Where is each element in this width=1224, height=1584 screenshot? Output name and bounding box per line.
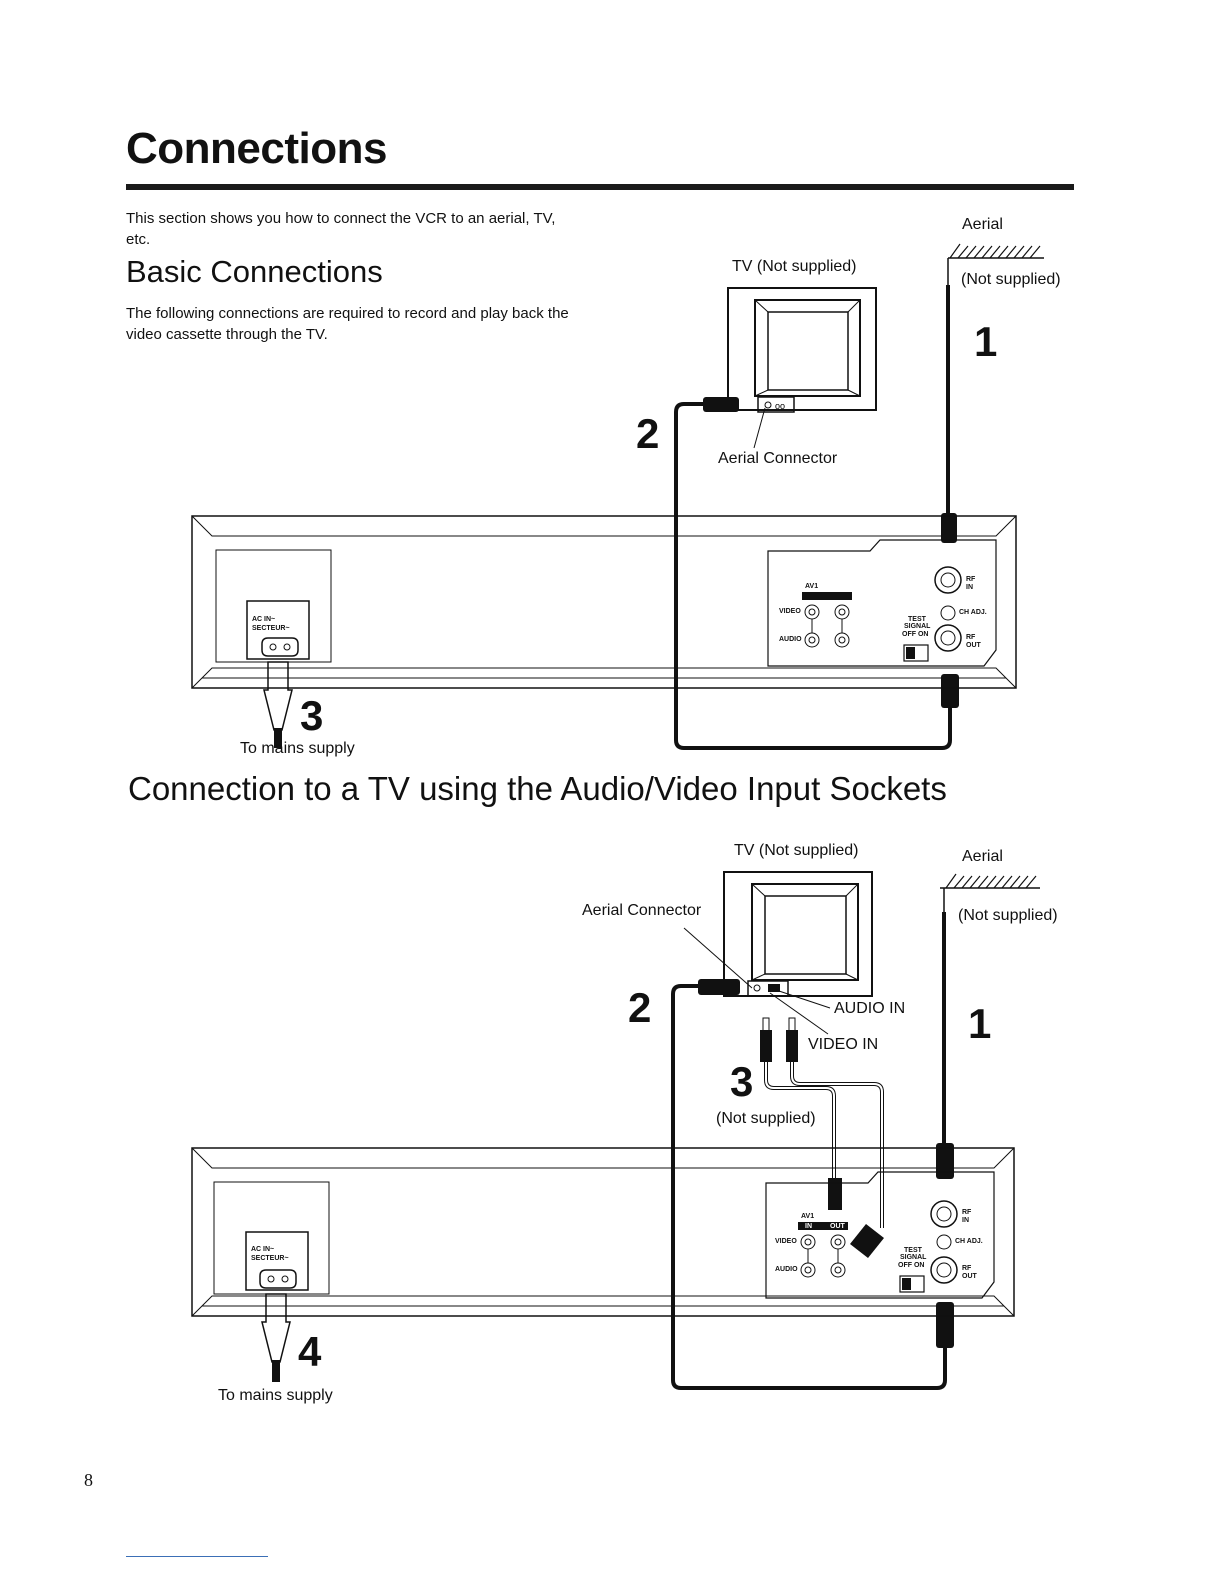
basic-connections-heading: Basic Connections (126, 254, 383, 289)
vcr-rear-panel-av (191, 1147, 1015, 1317)
step-1-number-av: 1 (968, 1000, 992, 1047)
tv-label-av: TV (Not supplied) (734, 842, 859, 859)
step-2-number: 2 (636, 410, 660, 457)
ac-in-label: AC IN~ (252, 616, 276, 623)
step-3-number: 3 (300, 692, 324, 739)
ch-adj-label: CH ADJ. (959, 609, 987, 616)
page-title: Connections (126, 124, 387, 173)
aerial-not-supplied-label-av: (Not supplied) (958, 907, 1058, 924)
audio-in-label: AUDIO IN (834, 1000, 906, 1017)
av1-label-av: AV1 (801, 1213, 815, 1220)
video-in-label: VIDEO IN (808, 1036, 879, 1053)
tv-illustration-av (723, 871, 873, 997)
step-2-number-av: 2 (628, 984, 652, 1031)
step-4-number-av: 4 (298, 1328, 322, 1375)
rf-in-label-2: IN (966, 584, 973, 591)
audio-jack-label-av: AUDIO (775, 1266, 798, 1273)
rf-out-label-av: RF (962, 1265, 972, 1272)
video-jack-label: VIDEO (779, 608, 801, 615)
out-label-av: OUT (830, 1223, 845, 1230)
rf-out-label-2: OUT (966, 642, 981, 649)
test-signal-label-av-2: SIGNAL (900, 1254, 927, 1261)
ch-adj-label-av: CH ADJ. (955, 1238, 983, 1245)
av1-label: AV1 (805, 583, 819, 590)
audio-jack-label: AUDIO (779, 636, 802, 643)
test-signal-label: TEST (908, 616, 926, 623)
step-1-number: 1 (974, 318, 998, 365)
ac-in-label-av: AC IN~ (251, 1246, 275, 1253)
basic-connections-diagram: oo (0, 0, 1224, 770)
intro-text: This section shows you how to connect th… (126, 210, 556, 248)
off-on-label-av: OFF ON (898, 1262, 925, 1269)
rf-out-label-av-2: OUT (962, 1273, 977, 1280)
aerial-label: Aerial (962, 216, 1003, 233)
rf-in-label-av-2: IN (962, 1217, 969, 1224)
title-rule (126, 184, 1074, 190)
page-number: 8 (84, 1470, 93, 1490)
step-3-number-av: 3 (730, 1058, 754, 1105)
basic-connections-description: The following connections are required t… (126, 305, 569, 343)
tv-illustration (727, 287, 877, 413)
rf-out-label: RF (966, 634, 976, 641)
aerial-connector-label: Aerial Connector (718, 450, 838, 467)
aerial-icon (946, 243, 1044, 515)
aerial-label-av: Aerial (962, 848, 1003, 865)
aerial-connector-label-av: Aerial Connector (582, 902, 702, 919)
av-cable-not-supplied-label: (Not supplied) (716, 1110, 816, 1127)
rf-in-label-av: RF (962, 1209, 972, 1216)
rf-in-label: RF (966, 576, 976, 583)
test-signal-label-av: TEST (904, 1247, 922, 1254)
video-jack-label-av: VIDEO (775, 1238, 797, 1245)
footer-rule (126, 1556, 268, 1557)
aerial-icon-av (940, 873, 1040, 1145)
svg-text:oo: oo (775, 401, 785, 411)
tv-label: TV (Not supplied) (732, 258, 857, 275)
aerial-not-supplied-label: (Not supplied) (961, 271, 1061, 288)
mains-supply-label-av: To mains supply (218, 1387, 333, 1404)
secteur-label-av: SECTEUR~ (251, 1255, 289, 1262)
mains-supply-label: To mains supply (240, 740, 355, 757)
in-label-av: IN (805, 1223, 812, 1230)
secteur-label: SECTEUR~ (252, 625, 290, 632)
test-signal-label-2: SIGNAL (904, 623, 931, 630)
off-on-label: OFF ON (902, 631, 929, 638)
av-connection-heading: Connection to a TV using the Audio/Video… (128, 770, 947, 807)
